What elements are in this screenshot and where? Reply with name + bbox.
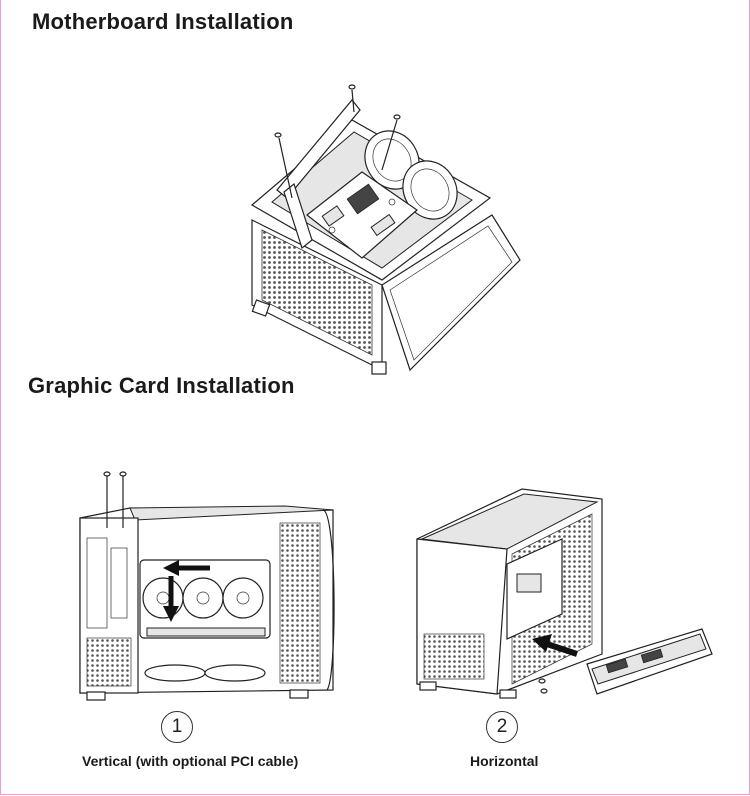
step-1-badge: 1 [161,711,193,743]
arrow-icon [532,634,578,657]
screw-icon [538,678,546,684]
graphic-card-installation-heading: Graphic Card Installation [28,373,295,398]
vertical-caption: Vertical (with optional PCI cable) [82,753,299,769]
screw-icon [348,84,356,113]
gpu-fan [222,577,264,619]
arrow-icon [163,560,210,576]
mesh-panel [261,229,373,356]
gpu-fan [142,577,184,619]
vertical-gpu-diagram [79,471,335,701]
screw-icon [119,471,127,528]
step-2-badge: 2 [486,711,518,743]
motherboard-installation-diagram [250,84,521,375]
gpu-fan [182,577,224,619]
motherboard-installation-heading: Motherboard Installation [32,9,294,34]
screw-icon [274,132,293,199]
screw-icon [540,688,548,694]
horizontal-caption: Horizontal [470,753,539,769]
screw-icon [381,114,401,171]
arrow-icon [163,576,179,622]
screw-icon [103,471,111,528]
horizontal-gpu-diagram [416,488,713,699]
